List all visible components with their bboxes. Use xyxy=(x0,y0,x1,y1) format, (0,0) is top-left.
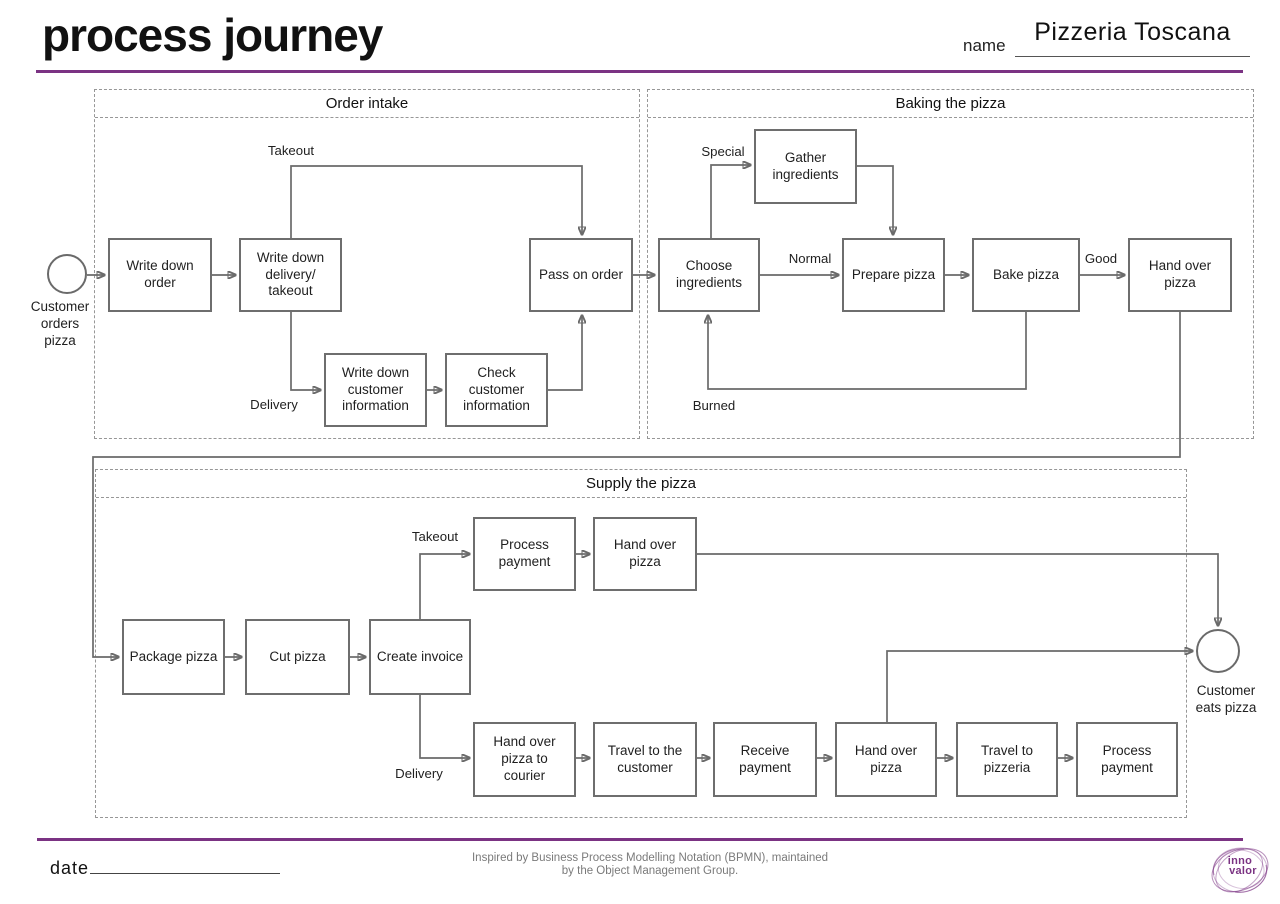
node-travel-to-pizzeria: Travel to pizzeria xyxy=(956,722,1058,797)
name-underline xyxy=(1015,56,1250,57)
node-write-down-order: Write down order xyxy=(108,238,212,312)
edge-label-delivery-intake: Delivery xyxy=(250,397,298,412)
end-event-circle xyxy=(1196,629,1240,673)
edge-label-burned: Burned xyxy=(692,398,736,413)
node-create-invoice: Create invoice xyxy=(369,619,471,695)
node-hand-over-pizza-to-courier: Hand over pizza to courier xyxy=(473,722,576,797)
node-process-payment-delivery: Process payment xyxy=(1076,722,1178,797)
innovalor-logo-text: inno valor xyxy=(1208,855,1272,877)
innovalor-logo-line1: inno xyxy=(1227,855,1253,867)
header-divider-rule xyxy=(36,70,1243,73)
section-order-intake-title: Order intake xyxy=(95,90,639,118)
credit-text: Inspired by Business Process Modelling N… xyxy=(471,852,829,878)
node-hand-over-pizza-baking: Hand over pizza xyxy=(1128,238,1232,312)
node-prepare-pizza: Prepare pizza xyxy=(842,238,945,312)
section-supply-title: Supply the pizza xyxy=(96,470,1186,498)
end-event-label: Customer eats pizza xyxy=(1195,683,1257,715)
start-event-circle xyxy=(47,254,87,294)
edge-label-good: Good xyxy=(1084,251,1118,266)
innovalor-logo-line2: valor xyxy=(1229,865,1257,877)
edge-label-delivery-supply: Delivery xyxy=(395,766,443,781)
date-label: date xyxy=(50,858,90,878)
node-receive-payment: Receive payment xyxy=(713,722,817,797)
node-check-customer-information: Check customer information xyxy=(445,353,548,427)
node-write-down-customer-information: Write down customer information xyxy=(324,353,427,427)
edge-label-special: Special xyxy=(701,144,745,159)
node-cut-pizza: Cut pizza xyxy=(245,619,350,695)
section-baking-title: Baking the pizza xyxy=(648,90,1253,118)
node-choose-ingredients: Choose ingredients xyxy=(658,238,760,312)
date-underline xyxy=(90,873,280,874)
node-gather-ingredients: Gather ingredients xyxy=(754,129,857,204)
start-event-label: Customer orders pizza xyxy=(30,299,90,348)
node-pass-on-order: Pass on order xyxy=(529,238,633,312)
footer-divider-rule xyxy=(37,838,1243,841)
node-package-pizza: Package pizza xyxy=(122,619,225,695)
node-travel-to-the-customer: Travel to the customer xyxy=(593,722,697,797)
node-hand-over-pizza-delivery: Hand over pizza xyxy=(835,722,937,797)
edge-label-normal: Normal xyxy=(788,251,832,266)
node-write-down-delivery-takeout: Write down delivery/ takeout xyxy=(239,238,342,312)
innovalor-logo-swirl xyxy=(1211,847,1269,893)
edge-label-takeout-supply: Takeout xyxy=(411,529,459,544)
node-hand-over-pizza-takeout: Hand over pizza xyxy=(593,517,697,591)
node-process-payment-takeout: Process payment xyxy=(473,517,576,591)
name-value: Pizzeria Toscana xyxy=(1034,18,1231,46)
edge-label-takeout-intake: Takeout xyxy=(267,143,315,158)
node-bake-pizza: Bake pizza xyxy=(972,238,1080,312)
page-title: process journey xyxy=(42,9,383,61)
name-label: name xyxy=(963,36,1006,55)
